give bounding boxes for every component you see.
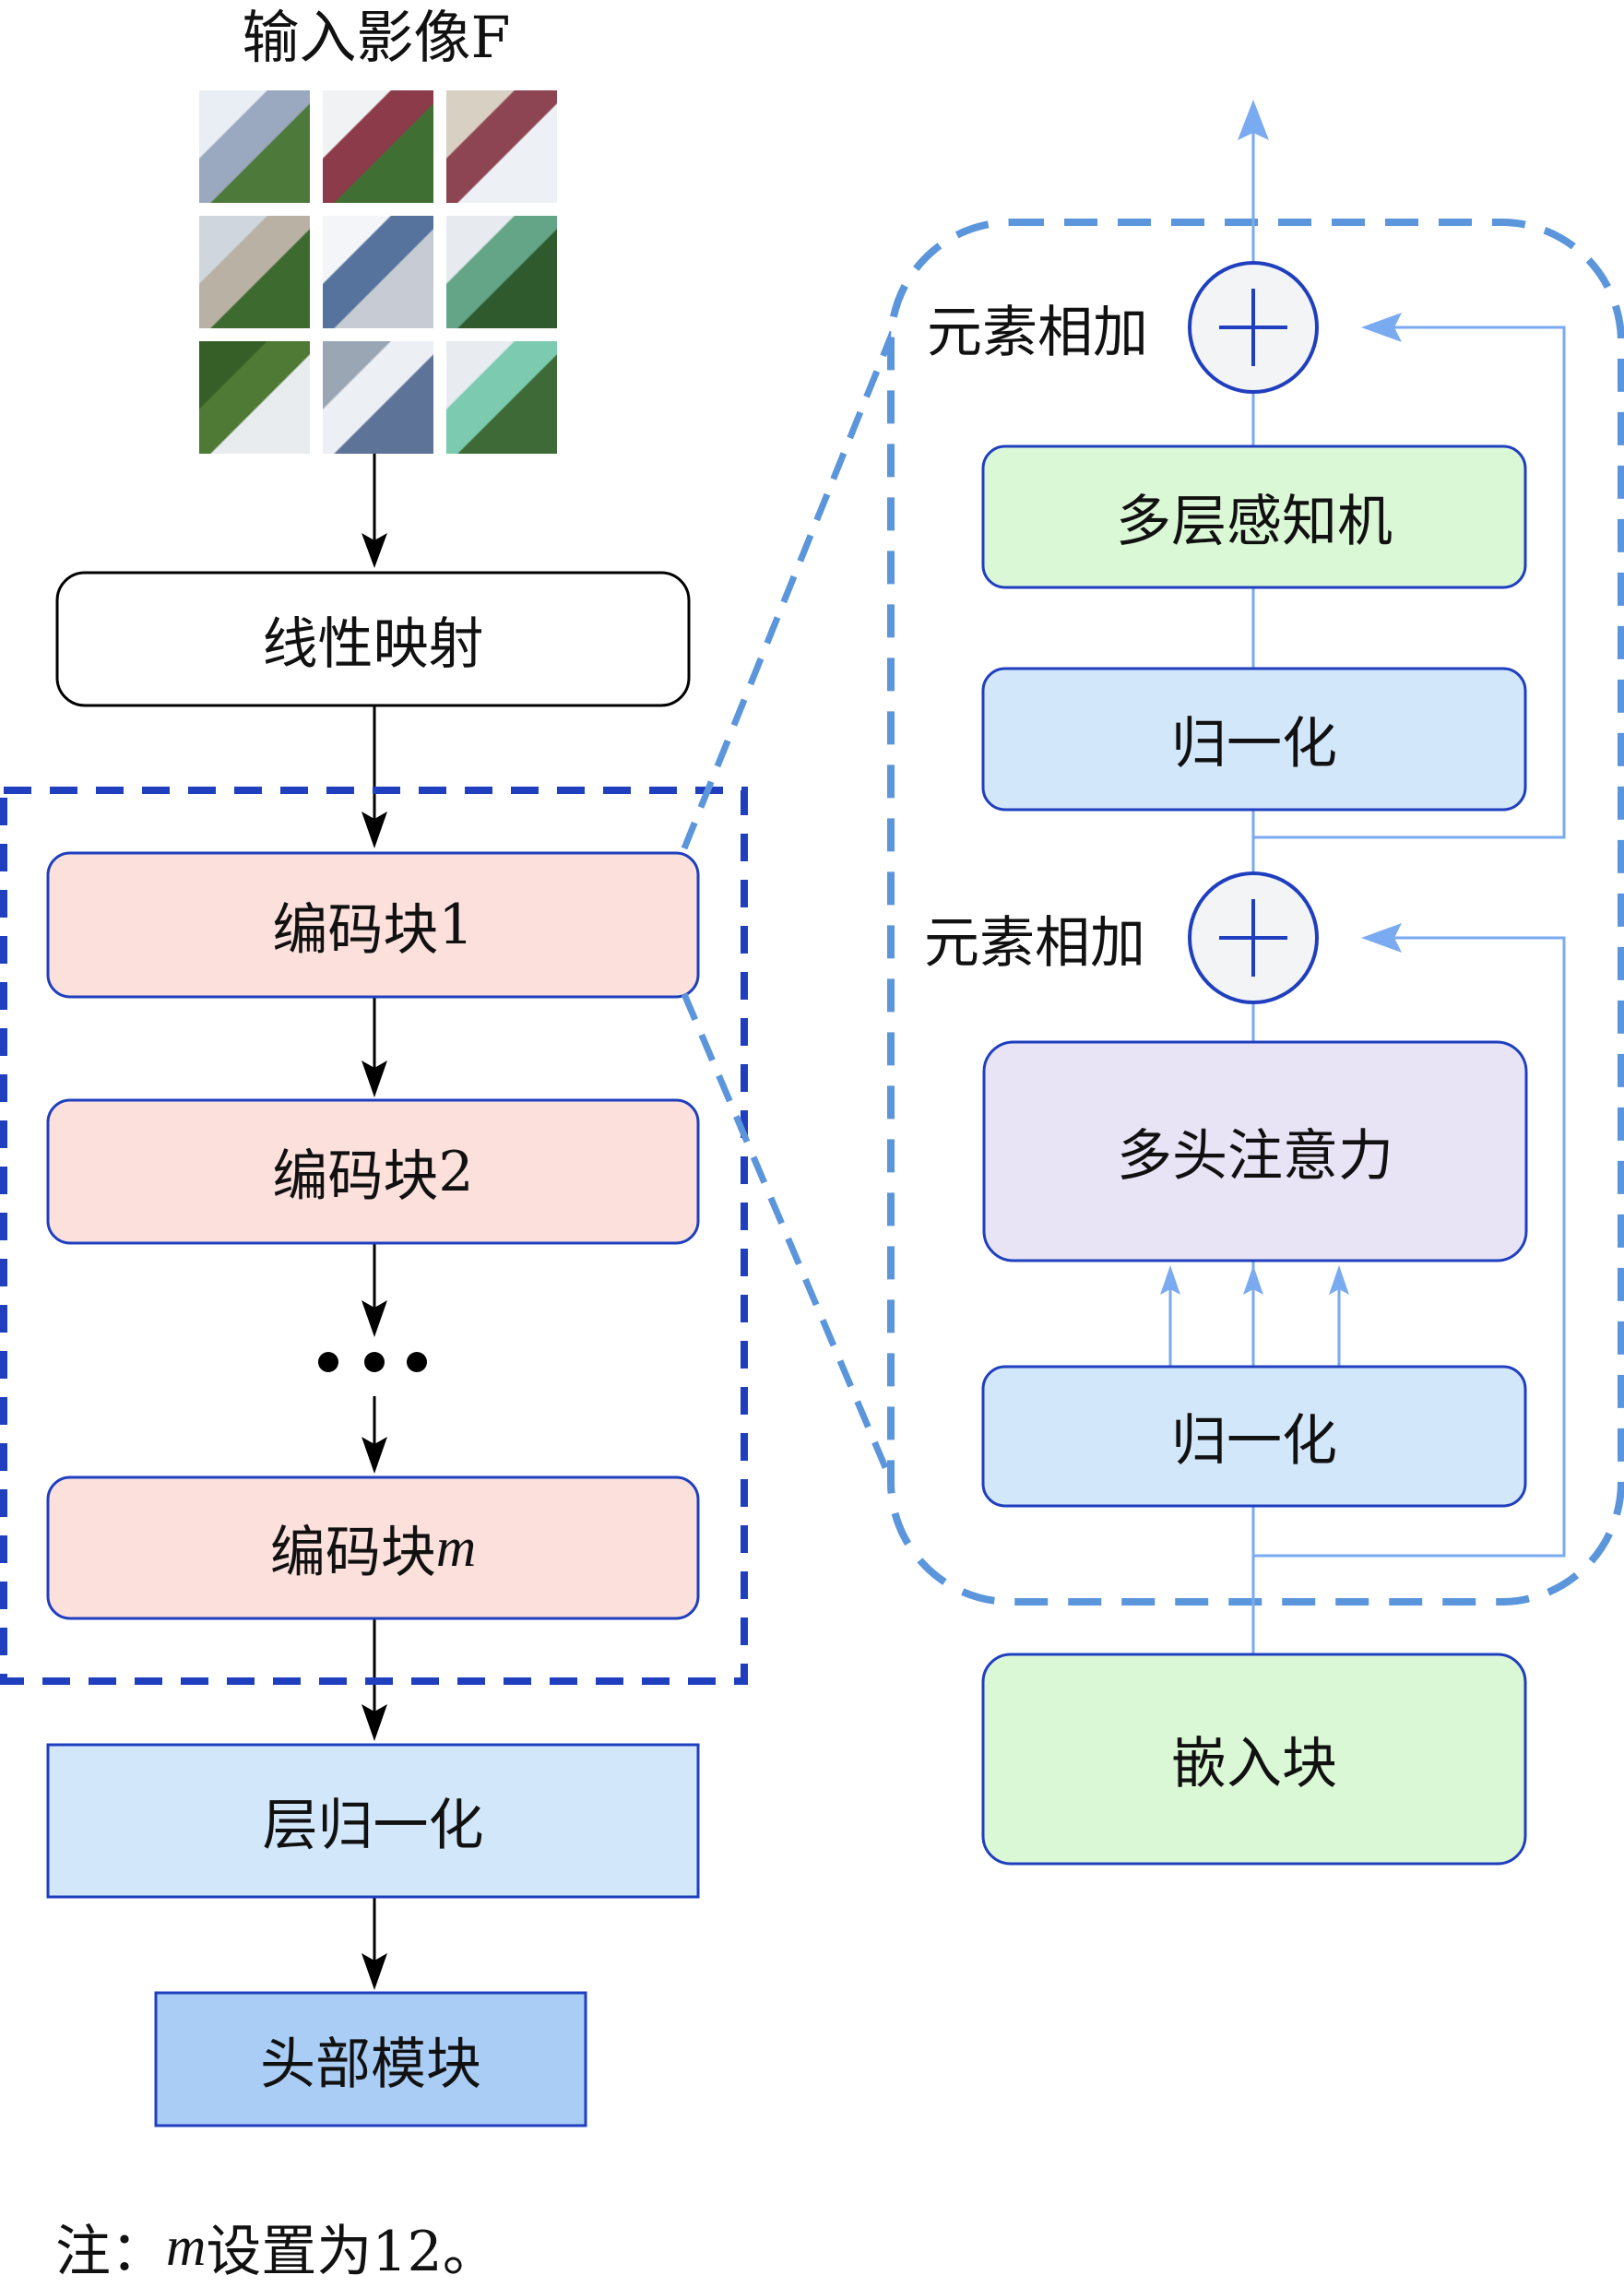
image-tile bbox=[446, 216, 557, 328]
add-circle-top bbox=[1188, 261, 1319, 394]
image-tile bbox=[199, 216, 310, 328]
encoder-block-index: 2 bbox=[438, 1139, 474, 1204]
encoder-block-m-box bbox=[46, 1475, 700, 1620]
add-label-top: 元素相加 bbox=[927, 300, 1148, 365]
image-tile bbox=[446, 341, 557, 454]
arrow-head bbox=[362, 1704, 387, 1741]
image-tile bbox=[323, 341, 433, 454]
encoder-block-1-box bbox=[46, 851, 700, 999]
encoder-block-prefix: 编码块 bbox=[272, 1144, 439, 1209]
arrow-head bbox=[362, 1953, 387, 1990]
footnote-variable: m bbox=[166, 2216, 207, 2277]
norm-bottom-label: 归一化 bbox=[1171, 1409, 1337, 1474]
mlp-label: 多层感知机 bbox=[1116, 490, 1393, 554]
image-tile bbox=[323, 90, 433, 203]
norm-bottom-box bbox=[981, 1365, 1527, 1508]
output-arrow-head bbox=[1238, 100, 1269, 140]
skip-arrow-head bbox=[1361, 313, 1402, 342]
image-tile bbox=[199, 90, 310, 203]
arrow-head bbox=[362, 812, 387, 848]
norm-top-label: 归一化 bbox=[1171, 712, 1337, 776]
skip-arrow-head bbox=[1361, 923, 1402, 953]
arrow-head bbox=[362, 1437, 387, 1474]
attention-box bbox=[982, 1040, 1528, 1262]
arrow-head bbox=[362, 1300, 387, 1337]
linear-projection-box bbox=[55, 571, 691, 707]
head-module-label: 头部模块 bbox=[260, 2032, 481, 2097]
zoom-connector-bottom bbox=[681, 992, 896, 1487]
arrow-head bbox=[362, 533, 387, 568]
zoom-connector-top bbox=[681, 330, 896, 850]
encoder-block-2-box bbox=[46, 1098, 700, 1245]
ellipsis-dots bbox=[318, 1352, 427, 1372]
encoder-stack-dashed-frame bbox=[0, 787, 748, 1685]
input-image-title: 输入影像F bbox=[242, 4, 511, 71]
layer-norm-box bbox=[46, 1743, 700, 1899]
attention-label: 多头注意力 bbox=[1117, 1124, 1393, 1189]
linear-projection-label: 线性映射 bbox=[262, 611, 484, 677]
encoder-block-prefix: 编码块 bbox=[272, 897, 439, 963]
add-circle-bottom bbox=[1188, 871, 1319, 1004]
left-flow-arrows bbox=[362, 454, 387, 1990]
image-tile bbox=[446, 90, 557, 203]
image-tile bbox=[199, 341, 310, 454]
encoder-block-index: m bbox=[435, 1517, 477, 1578]
mlp-box bbox=[981, 444, 1527, 589]
norm-top-box bbox=[981, 667, 1527, 812]
add-label-bottom: 元素相加 bbox=[924, 910, 1145, 976]
layer-norm-label: 层归一化 bbox=[262, 1794, 484, 1858]
input-image-grid bbox=[199, 90, 557, 454]
arrow-head bbox=[362, 1061, 387, 1097]
encoder-block-prefix: 编码块 bbox=[269, 1521, 436, 1585]
footnote-text: 设置为12。 bbox=[206, 2220, 498, 2284]
embedding-box bbox=[981, 1653, 1527, 1866]
head-module-box bbox=[154, 1991, 587, 2127]
embedding-label: 嵌入块 bbox=[1171, 1732, 1337, 1796]
footnote-prefix: 注： bbox=[55, 2220, 166, 2284]
encoder-block-index: 1 bbox=[438, 893, 474, 957]
image-tile bbox=[323, 216, 433, 328]
